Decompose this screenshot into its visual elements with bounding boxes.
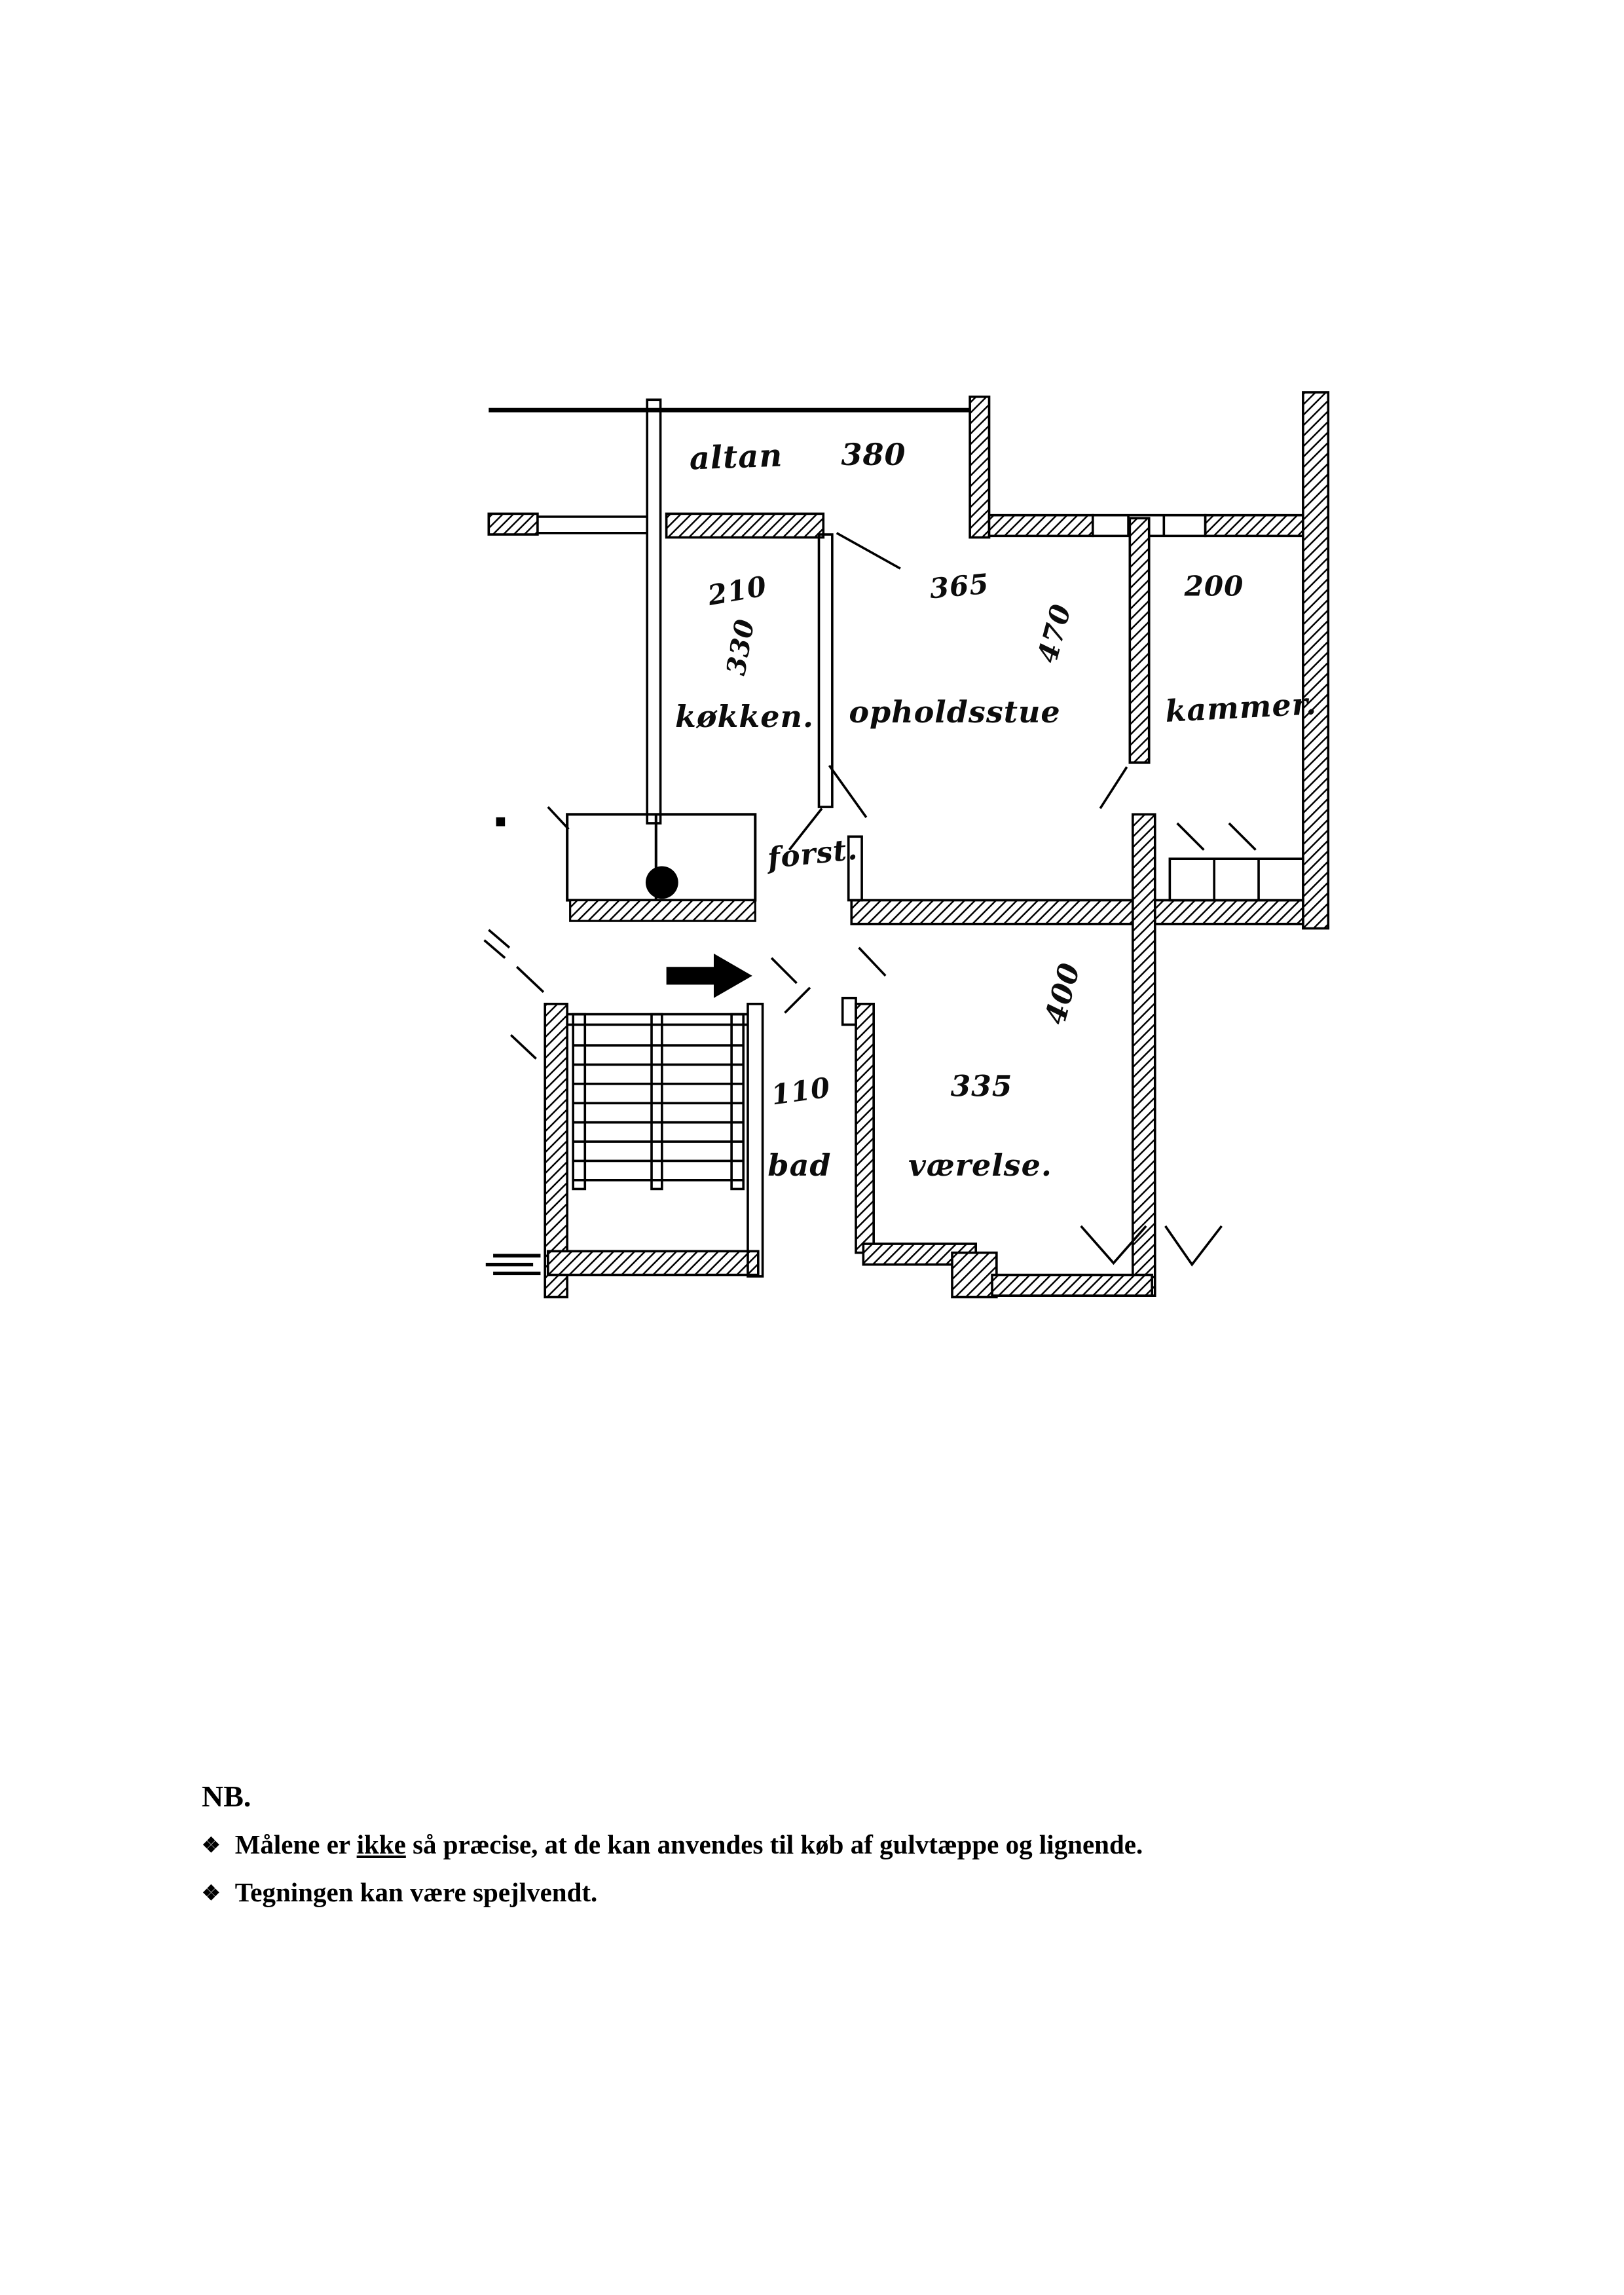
vestibule-fixtures <box>566 813 757 922</box>
balcony-walls <box>487 395 991 825</box>
note-line-1-prefix: Målene er <box>234 1829 357 1859</box>
note-line-1: ❖ Målene er ikke så præcise, at de kan a… <box>202 1828 1446 1861</box>
note-line-1-text: Målene er ikke så præcise, at de kan anv… <box>235 1828 1143 1861</box>
nb-heading: NB. <box>202 1780 251 1813</box>
label-dim-kammer-width: 200 <box>1184 570 1244 603</box>
label-opholdsstue: opholdsstue <box>849 694 1061 730</box>
bath-room-walls <box>747 996 1223 1299</box>
door-marks <box>483 532 901 1060</box>
entry-arrow <box>666 953 752 998</box>
label-vaerelse: værelse. <box>908 1148 1052 1183</box>
label-bad: bad <box>767 1148 832 1183</box>
note-line-2-text: Tegningen kan være spejlvendt. <box>234 1877 598 1908</box>
stairs <box>485 1002 760 1299</box>
label-dim-vaerelse-width: 335 <box>950 1070 1013 1104</box>
floor-plan: altan 380 210 330 365 470 200 køkken. op… <box>481 388 1355 1311</box>
bullet-icon: ❖ <box>202 1881 221 1905</box>
note-line-2: ❖ Tegningen kan være spejlvendt. <box>202 1876 1446 1909</box>
notes-section: NB. ❖ Målene er ikke så præcise, at de k… <box>202 1779 1446 1910</box>
label-altan: altan <box>688 437 784 477</box>
label-dim-altan: 380 <box>841 437 906 472</box>
interior-walls <box>817 517 1304 1297</box>
note-line-1-suffix: så præcise, at de kan anvendes til køb a… <box>405 1829 1143 1859</box>
bullet-icon: ❖ <box>202 1833 221 1857</box>
note-line-1-underlined: ikke <box>356 1829 406 1859</box>
floor-plan-drawing <box>483 391 1330 1299</box>
right-outer-wall <box>1302 391 1330 930</box>
label-dim-stue-width: 365 <box>928 567 991 605</box>
label-kokken: køkken. <box>674 699 815 734</box>
